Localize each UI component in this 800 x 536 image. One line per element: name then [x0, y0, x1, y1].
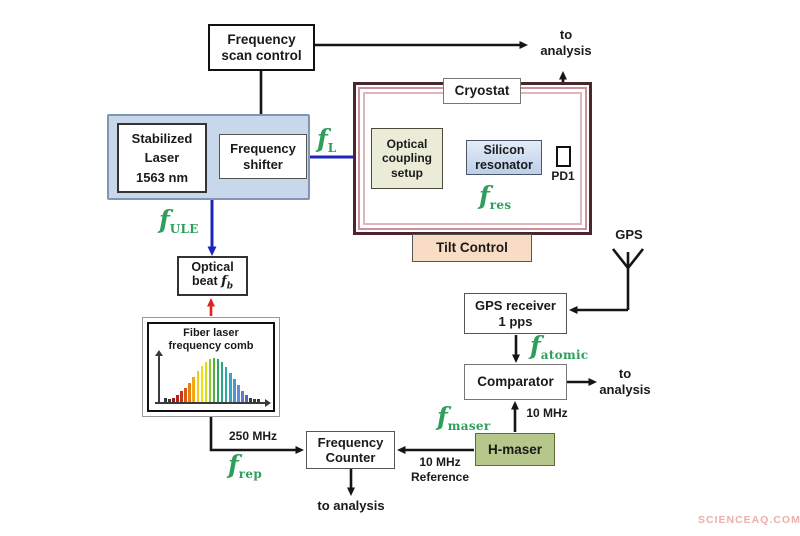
- f-res-label: fres: [479, 181, 512, 212]
- cryostat-enclosure: [353, 82, 592, 235]
- frequency-scan-control-line2: scan control: [221, 47, 302, 63]
- 250mhz-label: 250 MHz: [228, 429, 278, 443]
- comparator-box: Comparator: [464, 364, 567, 400]
- to-analysis-top-label: to analysis: [540, 27, 592, 58]
- 10mhz-reference-label: 10 MHz Reference: [410, 455, 470, 484]
- fiber-laser-frequency-comb-box: Fiber laser frequency comb: [142, 317, 280, 417]
- optical-beat-box: Optical beat fb: [177, 256, 248, 296]
- f-ULE-label: fULE: [159, 205, 199, 236]
- f-rep-label: frep: [228, 450, 263, 481]
- pd1-photodetector: [556, 146, 571, 167]
- optical-coupling-setup-box: Optical coupling setup: [371, 128, 443, 189]
- watermark: SCIENCEAQ.COM: [698, 514, 800, 526]
- comb-inner-frame: Fiber laser frequency comb: [147, 322, 275, 412]
- comb-title: Fiber laser frequency comb: [168, 327, 254, 352]
- to-analysis-bottom-label: to analysis: [317, 498, 385, 513]
- tilt-control-box: Tilt Control: [412, 234, 532, 262]
- to-analysis-right-label: to analysis: [599, 366, 651, 397]
- gps-receiver-box: GPS receiver 1 pps: [464, 293, 567, 334]
- gps-label: GPS: [615, 227, 643, 242]
- pd1-label: PD1: [551, 169, 575, 183]
- silicon-resonator-box: Silicon resonator: [466, 140, 542, 175]
- 10mhz-label: 10 MHz: [526, 406, 568, 420]
- f-L-label: fL: [317, 124, 337, 155]
- frequency-scan-control-line1: Frequency: [227, 31, 296, 47]
- frequency-counter-box: Frequency Counter: [306, 431, 395, 469]
- comb-spectrum: [164, 356, 260, 402]
- h-maser-box: H-maser: [475, 433, 555, 466]
- stabilized-laser-box: Stabilized Laser 1563 nm: [117, 123, 207, 193]
- f-atomic-label: fatomic: [530, 331, 589, 362]
- f-maser-label: fmaser: [437, 402, 491, 433]
- frequency-scan-control-box: Frequency scan control: [208, 24, 315, 71]
- comb-x-axis: [155, 399, 271, 407]
- frequency-shifter-box: Frequency shifter: [219, 134, 307, 179]
- comb-y-axis: [155, 350, 163, 404]
- f-b-inline-label: fb: [221, 274, 234, 292]
- comb-plot: [155, 350, 271, 407]
- cryostat-label-box: Cryostat: [443, 78, 521, 104]
